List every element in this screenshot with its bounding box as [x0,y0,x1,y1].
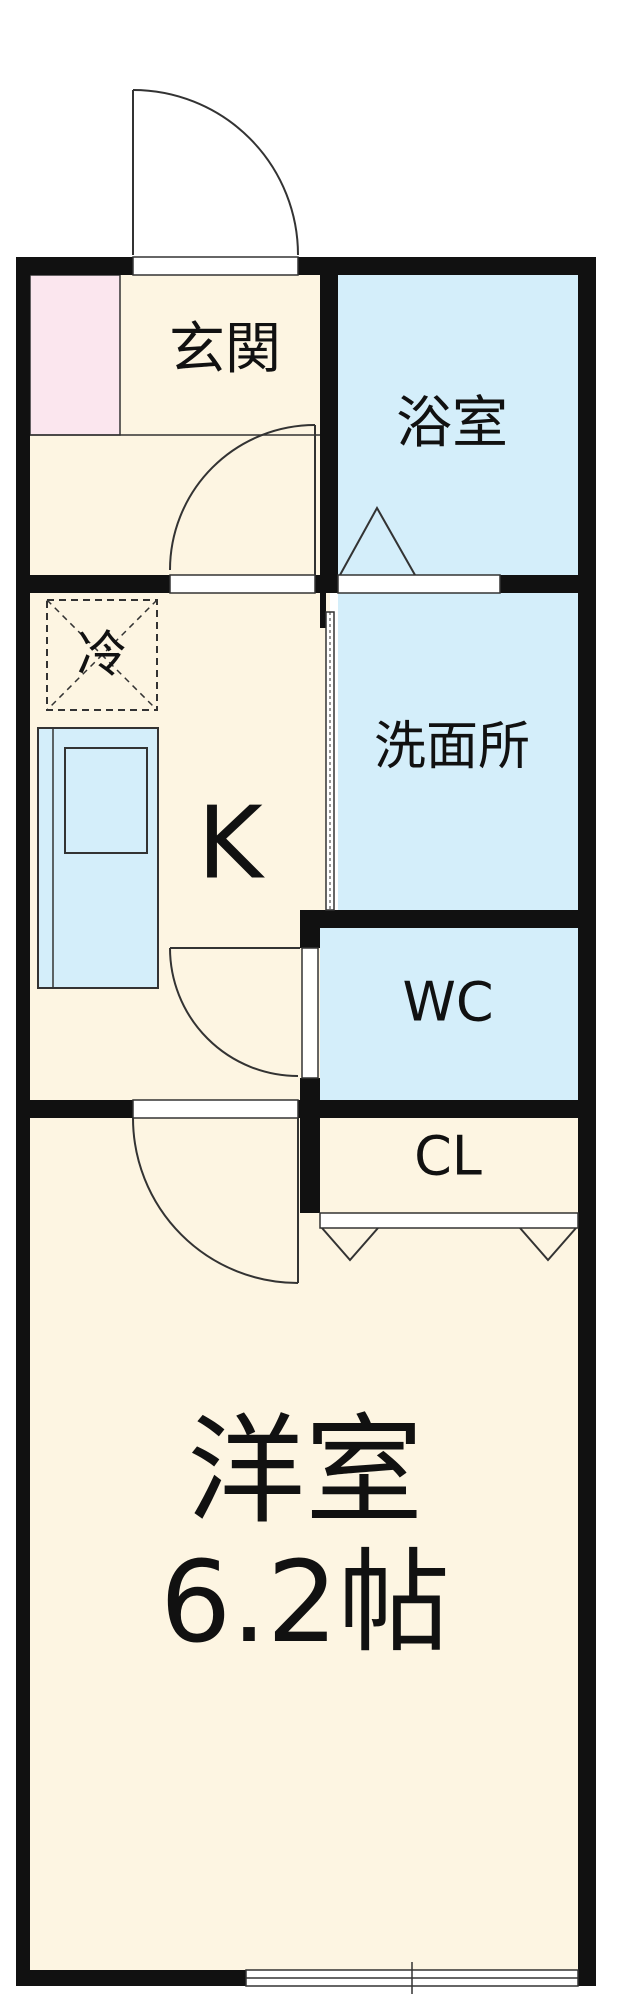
entrance-kitchen-door-frame [169,574,316,594]
wall-kitchen-western-right [298,1100,596,1118]
bath-folding-door [339,505,416,576]
kitchen-label: K [197,784,265,901]
closet-folding-door-right [519,1227,577,1262]
entrance-label: 玄関 [169,317,281,382]
room-labels: 玄関 浴室 冷 K 洗面所 WC CL 洋室 6.2帖 [77,317,530,1668]
floor-fills [29,274,578,1970]
wall-right [578,257,596,1986]
wall-kitchen-western-left [16,1100,133,1118]
wall-bottom-left [16,1970,246,1986]
washroom-floor [338,593,578,910]
wall-top-right [298,257,596,275]
door-swings [132,89,577,1284]
western-room-label: 洋室 [187,1402,423,1540]
fridge-cross-b [46,599,158,711]
toilet-door-swing [169,947,299,1077]
western-room-floor-lower [30,1213,578,1970]
bath-label: 浴室 [396,391,508,456]
toilet-door-frame [301,947,319,1079]
kitchen-sink [64,747,148,854]
wall-toilet-left [300,910,320,948]
wall-entrance-bath [320,257,338,593]
fridge-space [46,599,158,711]
entrance-kitchen-door-swing [169,424,316,571]
toilet-label: WC [402,971,493,1034]
western-room-door-swing [132,1117,299,1284]
wall-entrance-kitchen-left [16,575,170,593]
entrance-door-swing [132,89,299,256]
washroom-label: 洗面所 [374,717,530,777]
wall-washroom-left [320,593,326,628]
wall-bottom-right [578,1970,596,1986]
bath-door-frame [337,574,501,594]
entrance-door-frame [132,256,299,276]
wall-closet-left [300,1118,320,1213]
fridge-label: 冷 [77,626,127,684]
wall-entrance-kitchen-right [315,575,338,593]
shoe-cabinet [29,274,121,436]
openings [132,256,579,1994]
bath-floor [338,275,578,575]
toilet-floor [320,928,578,1100]
closet-door-frame [319,1212,579,1229]
wall-top-left [16,257,133,275]
western-room-door-frame [132,1099,299,1119]
walls [16,257,596,1986]
western-room-size: 6.2帖 [160,1538,450,1668]
closet-folding-door-left [321,1227,379,1262]
wall-bath-washroom [500,575,596,593]
closet-label: CL [414,1125,482,1188]
kitchen-fixtures [37,599,159,989]
wall-washroom-toilet [300,910,596,928]
wall-left [16,257,30,1986]
